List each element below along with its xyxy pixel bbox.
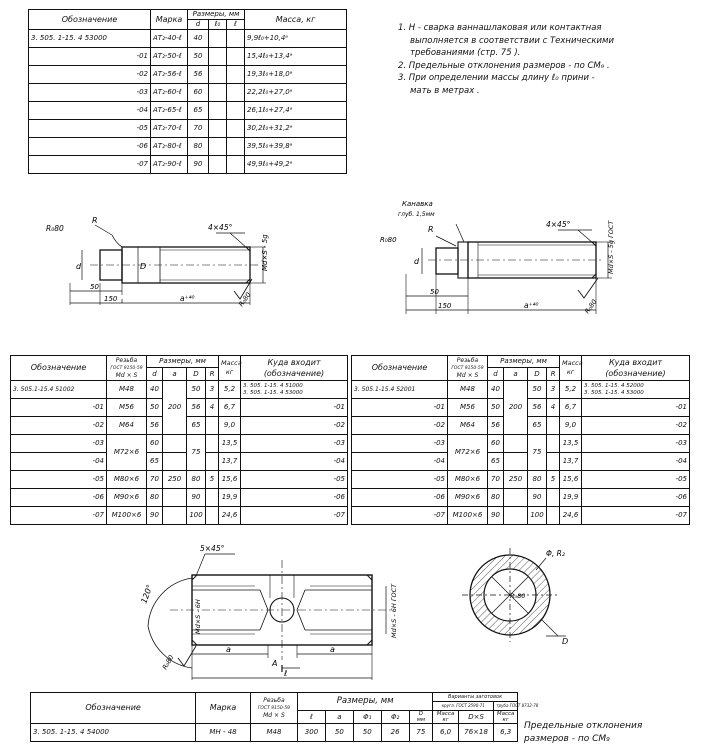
table-row: -03 М72×6 60 75 13,5 -03 [351, 434, 690, 471]
d-header: d [187, 19, 209, 30]
designation-header: Обозначение [351, 355, 448, 381]
groove-depth-label: глуб. 1,5мм [398, 211, 435, 218]
table-row: -04 65 13,7 -04 [10, 452, 348, 471]
brand-header: Марка [195, 692, 251, 724]
thread-label: Md×S - 5g [261, 234, 269, 271]
table-row: -07 М100×6 90 100 24,6 -07 [10, 506, 348, 525]
D-label: D [140, 262, 146, 271]
stud-drawing-right: Канавка глуб. 1,5мм R R₀80 4×45° Md×S - … [380, 200, 615, 315]
table-row: -05 М80×6 70 250 80 5 15,6 -05 [10, 470, 348, 489]
thread-left-label: Md×S - 6H [194, 599, 202, 634]
table-row: -06 М90×6 80 90 19,9 -06 [351, 488, 690, 507]
dim-50: 50 [430, 288, 439, 296]
dimensions-header: Размеры, мм [146, 355, 219, 368]
dim-50: 50 [90, 283, 99, 291]
section-label: A [271, 659, 277, 668]
table-row: 3. 505.1-15.4 51002 М48 40 200 50 3 5,2 … [10, 380, 348, 435]
dim-a: a⁺⁴⁰ [180, 294, 195, 303]
dimensions-header: Размеры, мм [487, 355, 560, 368]
designation-header: Обозначение [28, 9, 151, 30]
corner-label: R₀80 [161, 654, 176, 671]
l-label: ℓ [283, 669, 287, 678]
r-label: R [428, 225, 434, 234]
dim-150: 150 [438, 302, 452, 310]
table-row: -07 М100×6 90 100 24,6 -07 [351, 506, 690, 525]
variants-header: Варианты заготовок [432, 692, 518, 702]
table-row: -03 М72×6 60 75 13,5 -03 [10, 434, 348, 471]
usage-header: Куда входит(обозначение) [240, 355, 348, 381]
chamfer-label: 5×45° [200, 544, 225, 553]
thread-right-label: Md×S - 6H ГОСТ [390, 583, 398, 638]
stud-drawing-left: R₀80 R 4×45° Md×S - 5g d D 50 150 a⁺⁴⁰ R… [46, 216, 269, 308]
phi-label: Φ, R₂ [546, 549, 565, 558]
a-right-label: a [330, 645, 335, 654]
r-label: R [92, 216, 98, 225]
mass-header: Масса, кг [244, 9, 348, 30]
table-row: -06 М90×6 80 90 19,9 -06 [10, 488, 348, 507]
angle-label: 120° [139, 583, 154, 604]
l0-header: ℓ₀ [208, 19, 227, 30]
a-left-label: a [226, 645, 231, 654]
table-row: 3. 505. 1-15. 4 54000 МН - 48 М48 300 50… [29, 723, 518, 742]
brand-header: Марка [150, 9, 188, 30]
dim-150: 150 [104, 295, 118, 303]
bottom-note: Предельные отклонения размеров - по СМ₉ [524, 721, 643, 744]
d-label: d [76, 262, 82, 271]
table-row: -05 М80×6 70 250 80 5 15,6 -05 [351, 470, 690, 489]
chamfer-label: 4×45° [208, 223, 233, 232]
chamfer-label: 4×45° [546, 220, 571, 229]
groove-label: Канавка [402, 200, 433, 208]
coupling-drawing: 5×45° 120° Md×S - 6H Md×S - 6H ГОСТ a a … [139, 544, 398, 680]
l-header: ℓ [225, 19, 246, 30]
mass-table: Обозначение Марка Размеры, мм Масса, кг … [28, 9, 348, 174]
dimensions-header: Размеры, мм [297, 692, 434, 711]
d-label: d [414, 257, 420, 266]
notes-top: 1. Н - сварка ваннашлаковая или контактн… [398, 23, 614, 96]
designation-header: Обозначение [29, 692, 197, 724]
cross-section-drawing: Φ, R₂ R₀80 D [462, 548, 568, 646]
r-tilde-label: R₀80 [380, 236, 397, 244]
dimensions-header: Размеры, мм [186, 9, 246, 20]
thread-label: Md×S - 5g ГОСТ [607, 220, 615, 274]
D-label: D [562, 637, 568, 646]
dim-a: a⁺⁴⁰ [524, 301, 539, 310]
designation-header: Обозначение [10, 355, 107, 381]
r-tilde-label: R₀80 [510, 592, 525, 600]
r-tilde-label: R₀80 [46, 224, 64, 233]
table-row: -04 65 13,7 -04 [351, 452, 690, 471]
table-row: 3. 505.1-15.4 52001 М48 40 200 50 3 5,2 … [351, 380, 690, 435]
usage-header: Куда входит(обозначение) [581, 355, 690, 381]
